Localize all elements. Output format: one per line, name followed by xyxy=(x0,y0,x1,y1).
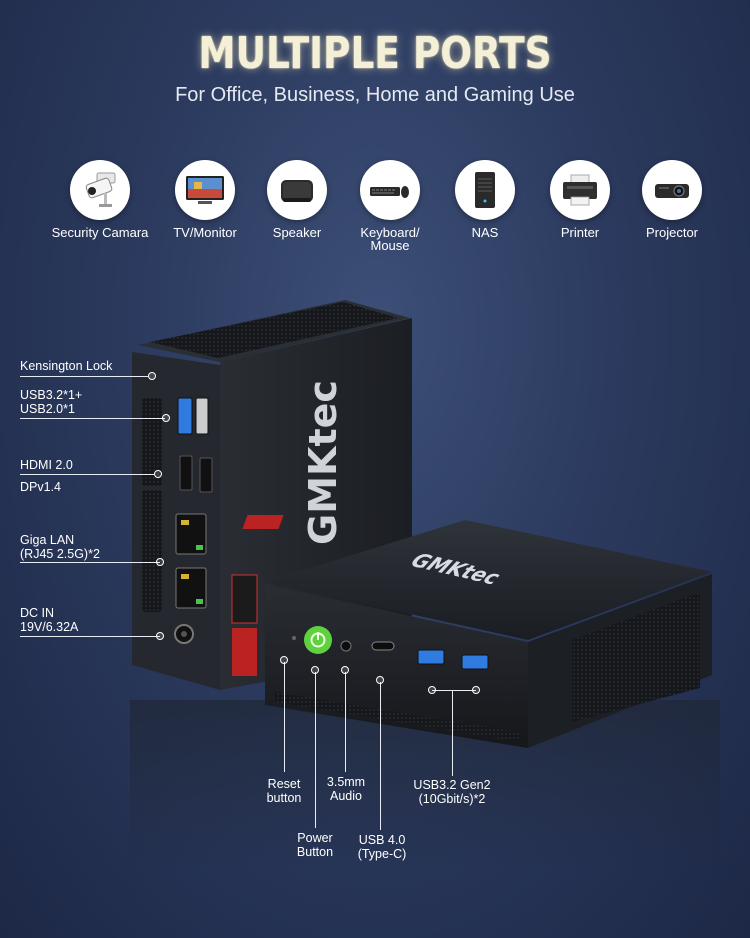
side-vent xyxy=(572,592,700,722)
side-vent xyxy=(142,490,162,612)
page-title: MULTIPLE PORTS xyxy=(198,28,552,79)
use-monitor: TV/Monitor xyxy=(150,160,260,239)
usb4-port xyxy=(371,641,395,651)
use-label: Projector xyxy=(645,225,699,240)
use-label: NAS xyxy=(471,225,499,240)
security-camera-icon xyxy=(85,172,116,207)
use-label: Printer xyxy=(560,225,600,240)
callout-dc-in: DC IN 19V/6.32A xyxy=(20,606,79,634)
side-vent xyxy=(142,398,162,486)
use-printer: Printer xyxy=(525,160,635,239)
callout-kensington: Kensington Lock xyxy=(20,359,113,373)
audio-jack xyxy=(340,640,352,652)
callout-dp: DPv1.4 xyxy=(20,480,61,494)
usb32-gen2-port-1 xyxy=(417,649,445,665)
cpu-sticker xyxy=(231,574,258,624)
usb32-gen2-port-2 xyxy=(461,654,489,670)
dp-port xyxy=(199,457,213,493)
use-case-icons: Security Camara TV/Monitor Speaker xyxy=(0,160,750,260)
use-label: Speaker xyxy=(272,225,322,240)
hdmi-port xyxy=(179,455,193,491)
callout-hdmi: HDMI 2.0 xyxy=(20,458,73,472)
brand-logo-vertical: GMKtec xyxy=(301,380,345,545)
cpu-sticker-top xyxy=(242,515,284,529)
keyboard-mouse-icon xyxy=(370,186,409,198)
page-subtitle: For Office, Business, Home and Gaming Us… xyxy=(175,84,575,106)
usb32-port xyxy=(177,397,193,435)
nas-icon xyxy=(475,172,495,208)
callout-usb4: USB 4.0 (Type-C) xyxy=(357,833,407,861)
callout-usb: USB3.2*1+ USB2.0*1 xyxy=(20,388,83,416)
use-security-camera: Security Camara xyxy=(45,160,155,239)
printer-icon xyxy=(563,174,597,206)
callout-audio: 3.5mm Audio xyxy=(326,775,366,803)
gpu-sticker xyxy=(232,628,257,676)
use-label: Keyboard/ Mouse xyxy=(360,225,420,253)
usb20-port xyxy=(195,397,209,435)
use-label: Security Camara xyxy=(51,225,149,240)
reset-hole xyxy=(292,636,296,640)
horizontal-mini-pc xyxy=(242,515,712,748)
callout-lan: Giga LAN (RJ45 2.5G)*2 xyxy=(20,533,100,561)
projector-icon xyxy=(655,184,689,198)
speaker-icon xyxy=(281,180,313,202)
use-speaker: Speaker xyxy=(242,160,352,239)
callout-reset: Reset button xyxy=(266,777,302,805)
monitor-icon xyxy=(186,176,224,204)
use-label: TV/Monitor xyxy=(173,225,237,240)
callout-usb32-gen2: USB3.2 Gen2 (10Gbit/s)*2 xyxy=(413,778,491,806)
callout-power: Power Button xyxy=(296,831,334,859)
use-keyboard-mouse: Keyboard/ Mouse xyxy=(335,160,445,252)
use-projector: Projector xyxy=(617,160,727,239)
use-nas: NAS xyxy=(430,160,540,239)
